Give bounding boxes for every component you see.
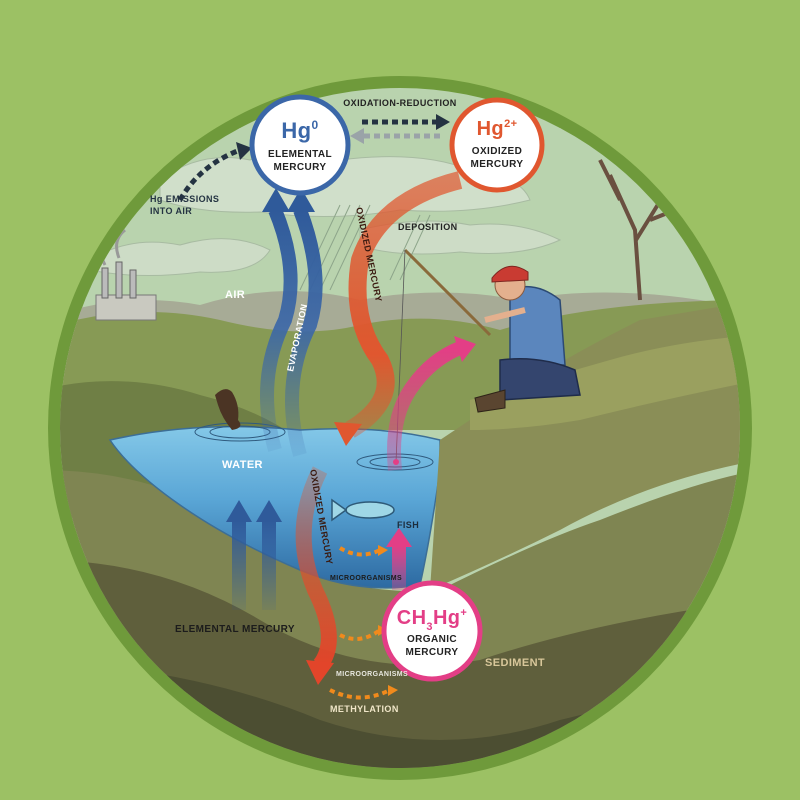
oxidation-reduction-arrows: [350, 114, 450, 144]
fisherman: [393, 248, 581, 465]
scene-interior: [60, 88, 740, 768]
node-organic: [381, 580, 483, 682]
oxidized-deposition-arrow: [334, 171, 463, 446]
microbe-arrowhead: [378, 545, 388, 556]
node-elemental: [249, 94, 351, 196]
elemental-line1: ELEMENTAL: [268, 149, 332, 160]
sediment-label: SEDIMENT: [485, 657, 545, 669]
microorganisms-lower-label: MICROORGANISMS: [336, 671, 408, 678]
elemental-symbol: Hg0: [281, 118, 318, 143]
node-oxidized: [449, 97, 545, 193]
oxidized-symbol: Hg2+: [477, 118, 518, 140]
cloud: [89, 238, 271, 277]
organic-symbol: CH3Hg+: [397, 607, 468, 633]
emissions-label-1: Hg EMISSIONS: [150, 194, 219, 204]
otter: [215, 389, 241, 430]
deposition-label: DEPOSITION: [398, 222, 458, 232]
rain-streaks: [299, 204, 431, 291]
microbe-arrows: [329, 546, 391, 700]
oxidation-reduction-label: OXIDATION-REDUCTION: [343, 98, 456, 108]
fish-to-human-arrow: [387, 336, 476, 471]
oxidized-line2: MERCURY: [471, 159, 524, 170]
organic-line2: MERCURY: [406, 647, 459, 658]
elemental-up-arrows: [226, 500, 282, 610]
fish: [331, 498, 395, 522]
organic-to-fish-arrow: [386, 528, 412, 590]
oxidized-line1: OXIDIZED: [472, 146, 522, 157]
grass-ledge: [470, 335, 740, 430]
elemental-line2: MERCURY: [274, 162, 327, 173]
air-label: AIR: [225, 289, 245, 301]
cloud: [359, 220, 562, 255]
evaporation-arrows: [260, 188, 323, 457]
methylation-label: METHYLATION: [330, 704, 399, 714]
microbe-arrowhead: [388, 685, 398, 696]
water-label: WATER: [222, 459, 263, 471]
fish-label: FISH: [397, 520, 419, 530]
factory: [95, 208, 157, 321]
organic-line1: ORGANIC: [407, 634, 457, 645]
emissions-arrow: [177, 147, 241, 202]
water-body: [108, 425, 441, 589]
emissions-label-2: INTO AIR: [150, 206, 192, 216]
elemental-mercury-label: ELEMENTAL MERCURY: [175, 624, 295, 635]
emissions-arrowhead: [236, 142, 252, 160]
oxidized-sediment-arrow: [295, 466, 337, 685]
microorganisms-upper-label: MICROORGANISMS: [330, 575, 402, 582]
